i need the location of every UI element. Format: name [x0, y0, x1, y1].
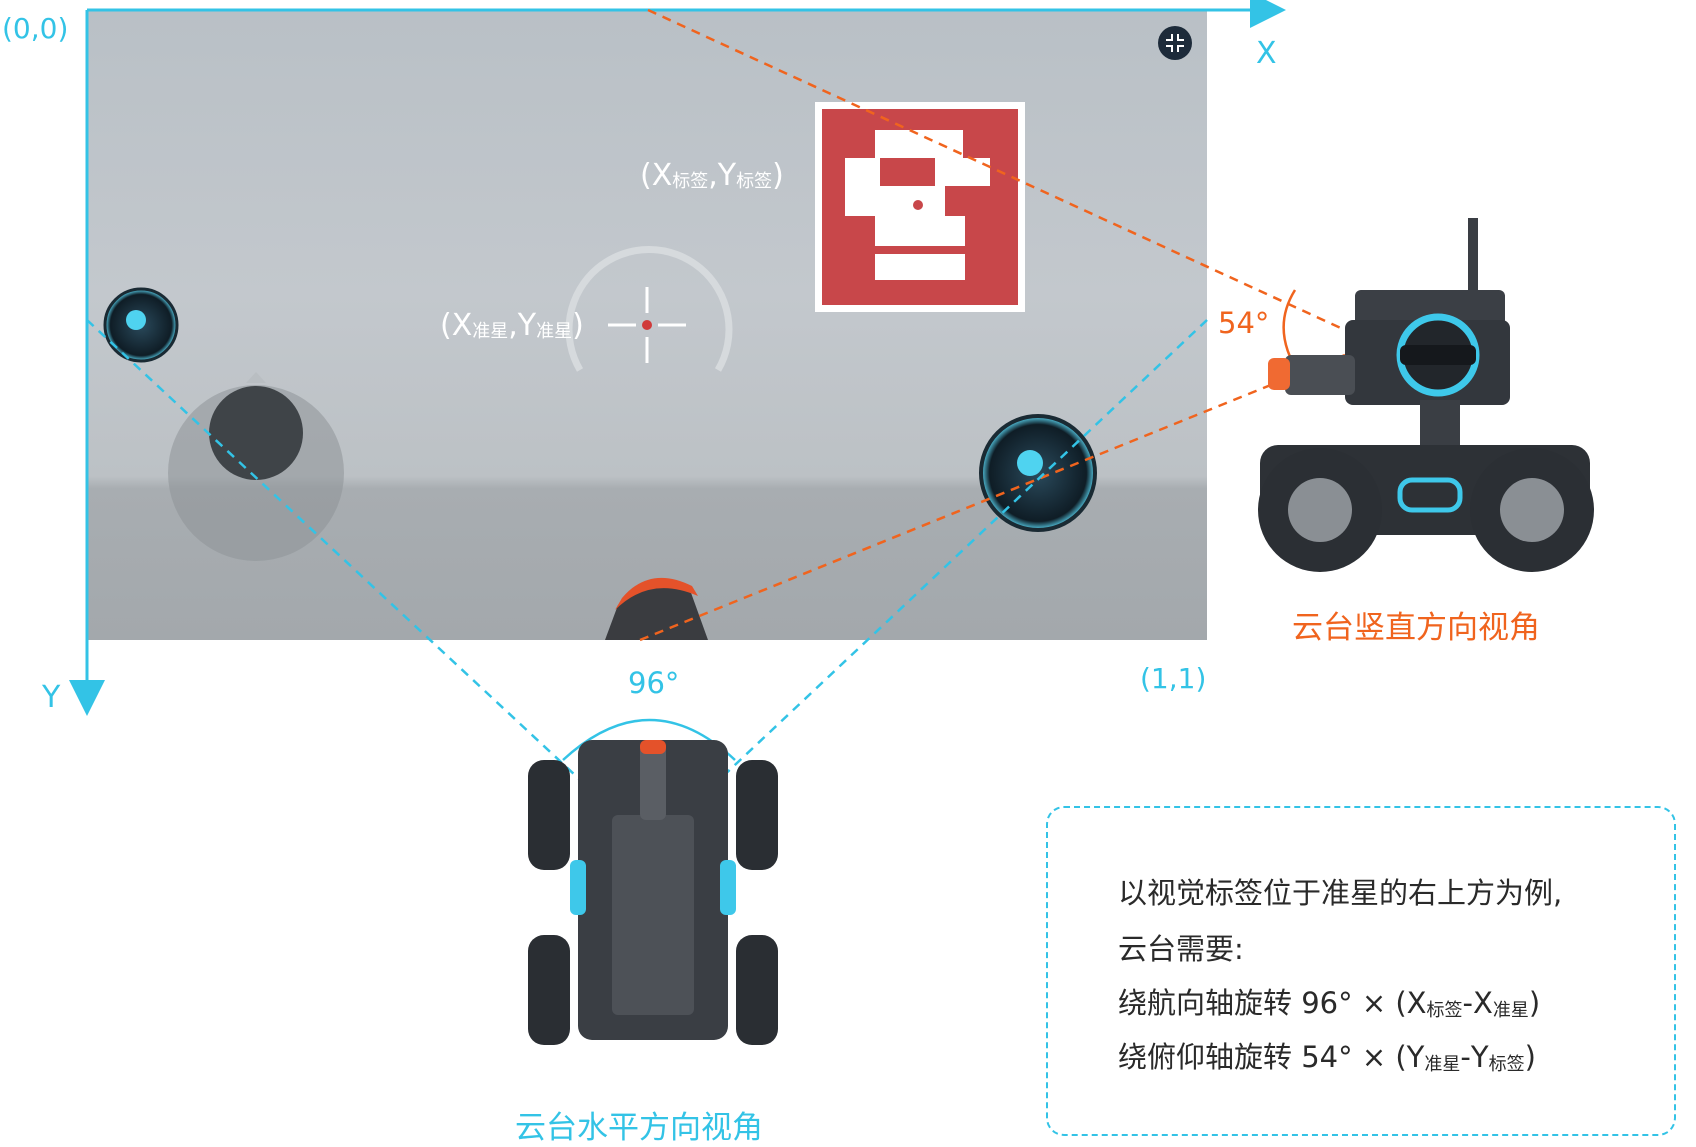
horizontal-view-caption: 云台水平方向视角 [515, 1110, 763, 1146]
y-axis-label: Y [42, 680, 61, 715]
pitch-angle-label: 54° [1218, 306, 1270, 340]
origin-label: (0,0) [2, 12, 69, 45]
fire-button-icon[interactable] [979, 414, 1097, 532]
robot-side-view [1258, 218, 1594, 572]
end-label: (1,1) [1140, 662, 1207, 695]
x-axis-label: X [1256, 36, 1277, 71]
joystick-icon[interactable] [168, 372, 344, 561]
crosshair-coordinate-label: (X准星,Y准星) [440, 308, 584, 343]
note-line-2: 云台需要: [1118, 932, 1244, 966]
note-line-4: 绕俯仰轴旋转 54° × (Y准星-Y标签) [1118, 1040, 1536, 1075]
skill-button[interactable] [103, 287, 179, 363]
blaster-barrel [605, 577, 708, 640]
crosshair-icon [565, 246, 733, 372]
vision-marker [815, 102, 1025, 312]
vertical-view-caption: 云台竖直方向视角 [1292, 610, 1540, 646]
robot-top-view [528, 740, 778, 1045]
note-line-1: 以视觉标签位于准星的右上方为例, [1118, 876, 1563, 910]
yaw-angle-label: 96° [628, 666, 680, 700]
marker-coordinate-label: (X标签,Y标签) [640, 158, 784, 193]
collapse-icon[interactable] [1158, 26, 1192, 60]
explanation-box: 以视觉标签位于准星的右上方为例, 云台需要: 绕航向轴旋转 96° × (X标签… [1046, 806, 1676, 1136]
note-line-3: 绕航向轴旋转 96° × (X标签-X准星) [1118, 986, 1541, 1021]
